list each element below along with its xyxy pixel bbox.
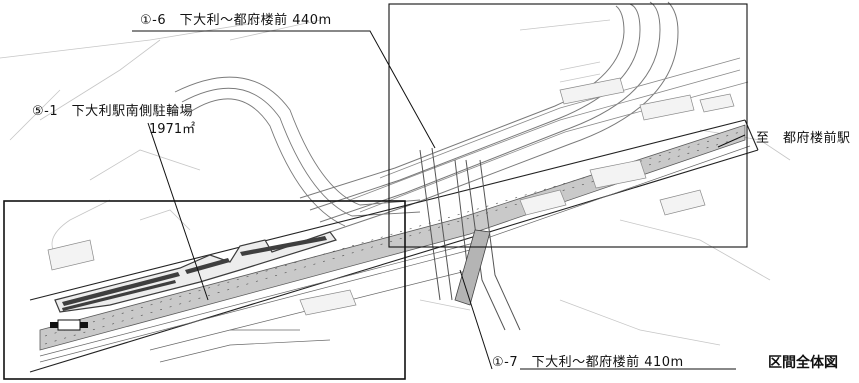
section-5-1-label: ⑤-1 下大利駅南側駐輪場 xyxy=(32,104,194,119)
bicycle-racks xyxy=(62,236,327,311)
section-1-6-box xyxy=(388,3,748,248)
railway-corridor-outline xyxy=(29,119,759,373)
direction-label: 至 都府楼前駅 xyxy=(756,131,851,146)
loop-road xyxy=(299,1,679,233)
station-marker xyxy=(50,319,88,331)
figure-caption: 区間全体図 xyxy=(768,355,838,371)
section-5-1-box xyxy=(3,200,406,380)
buildings xyxy=(47,77,735,316)
station-platform-band xyxy=(39,124,746,351)
curved-approach-road xyxy=(174,76,421,227)
section-1-7-label: ①-7 下大利～都府楼前 410m xyxy=(492,355,684,370)
section-5-1-area: 1971㎡ xyxy=(149,122,196,137)
section-1-6-label: ①-6 下大利～都府楼前 440m xyxy=(140,13,332,28)
viaduct-block xyxy=(454,229,491,306)
platform-dots xyxy=(44,131,741,345)
leader-lines xyxy=(132,30,746,370)
